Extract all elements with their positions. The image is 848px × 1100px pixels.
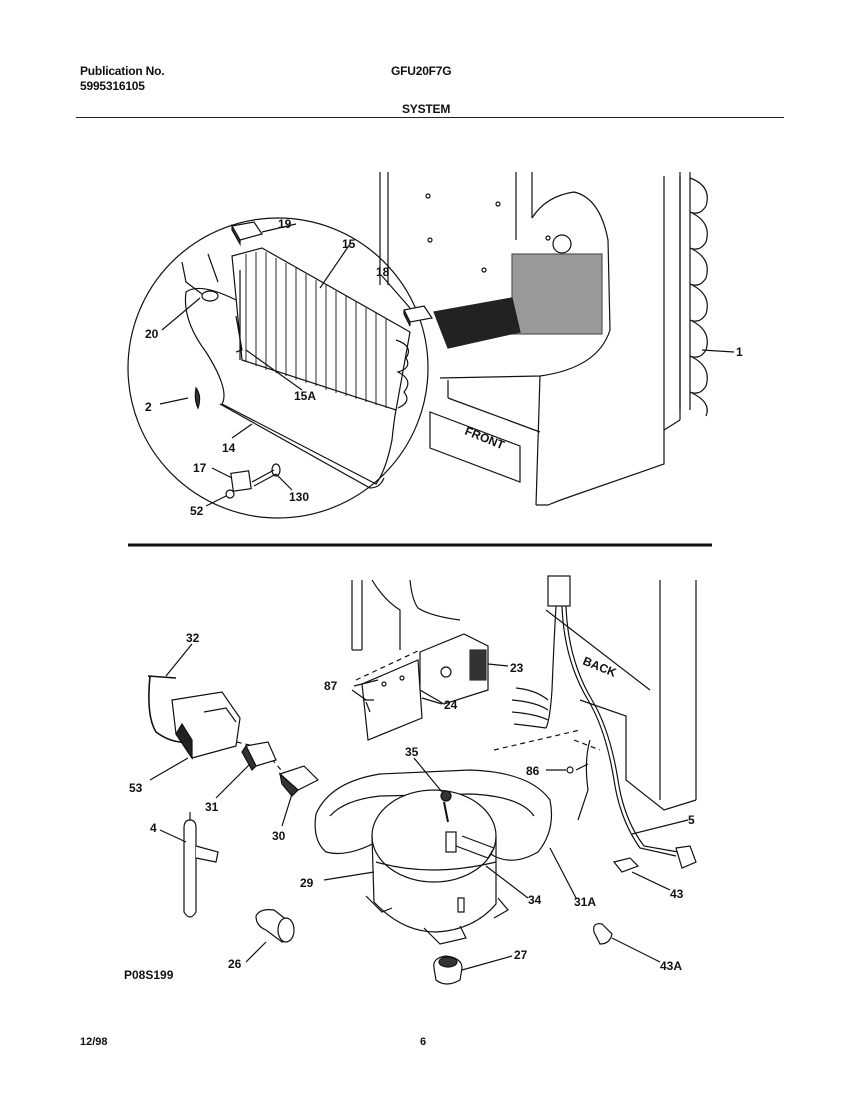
publication-date: 12/98 [80, 1036, 108, 1048]
header-rule [76, 117, 784, 118]
callout-130: 130 [289, 490, 309, 504]
callout-52: 52 [190, 504, 204, 518]
wiring-harness [511, 575, 679, 857]
callout-15: 15 [342, 237, 356, 251]
callout-15a: 15A [294, 389, 316, 403]
callout-32: 32 [186, 631, 200, 645]
callout-87: 87 [324, 679, 338, 693]
detail-circle [127, 217, 429, 519]
callout-34: 34 [528, 893, 542, 907]
publication-label: Publication No. [80, 64, 165, 78]
washer-52 [225, 489, 235, 499]
callout-2: 2 [145, 400, 152, 414]
back-label: BACK [581, 654, 619, 680]
screw-130 [251, 469, 277, 487]
callout-31a: 31A [574, 895, 596, 909]
suction-line [219, 403, 385, 489]
callout-14: 14 [222, 441, 236, 455]
clip-43 [612, 857, 640, 873]
thermistor-20 [201, 290, 219, 302]
callout-43: 43 [670, 887, 684, 901]
callout-35: 35 [405, 745, 419, 759]
callout-30: 30 [272, 829, 286, 843]
drawing-code: P08S199 [124, 968, 174, 982]
drier-4 [183, 819, 197, 918]
callout-17: 17 [193, 461, 207, 475]
model-number: GFU20F7G [391, 64, 452, 78]
callout-24: 24 [444, 698, 458, 712]
page-number: 6 [420, 1036, 427, 1048]
clip-2 [194, 386, 201, 410]
callout-19: 19 [278, 217, 292, 231]
evaporator-coil [231, 247, 411, 411]
condenser-coil [679, 172, 708, 417]
heater-15a [235, 315, 243, 353]
power-plug [675, 845, 697, 869]
callout-43a: 43A [660, 959, 682, 973]
plate-17 [230, 470, 252, 492]
clip-43a [593, 923, 613, 945]
callout-29: 29 [300, 876, 314, 890]
callout-20: 20 [145, 327, 159, 341]
cabinet-lower [351, 579, 697, 811]
callout-31: 31 [205, 800, 219, 814]
drain-tube [184, 287, 397, 485]
screw-86 [566, 766, 574, 774]
wire-32 [148, 675, 191, 744]
callout-4: 4 [150, 821, 157, 835]
callout-23: 23 [510, 661, 524, 675]
publication-number: 5995316105 [80, 79, 145, 93]
callout-18: 18 [376, 265, 390, 279]
callout-26: 26 [228, 957, 242, 971]
callout-5: 5 [688, 813, 695, 827]
section-title: SYSTEM [402, 102, 451, 116]
callout-1: 1 [736, 345, 743, 359]
front-label: FRONT [463, 424, 507, 453]
compressor-29 [365, 789, 509, 945]
callout-27: 27 [514, 948, 528, 962]
callouts: 19 15 18 20 15A 2 14 17 130 52 1 32 87 2… [129, 217, 743, 973]
callout-53: 53 [129, 781, 143, 795]
callout-86: 86 [526, 764, 540, 778]
